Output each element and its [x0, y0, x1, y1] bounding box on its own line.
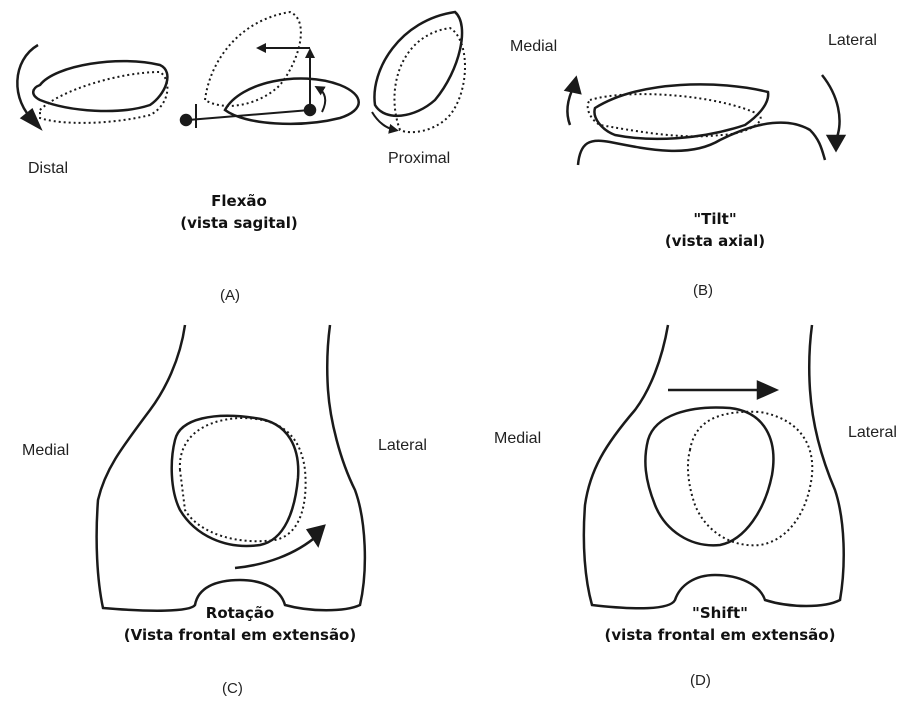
panel-id-c: (C): [222, 680, 243, 697]
patella-proximal-dotted: [394, 28, 465, 132]
patella-frontal-solid: [172, 416, 299, 546]
patella-central-dotted: [205, 12, 301, 106]
caption-d-line1: "Shift": [570, 602, 870, 624]
label-lateral-b: Lateral: [828, 32, 877, 50]
distal-rotation-arrow: [17, 45, 38, 122]
label-lateral-c: Lateral: [378, 437, 427, 455]
label-distal: Distal: [28, 160, 68, 178]
panel-b-figure: [566, 75, 844, 165]
patella-axial-dotted: [588, 94, 761, 136]
patella-shift-solid: [645, 407, 773, 545]
caption-a-line2: (vista sagital): [164, 212, 314, 234]
rotation-arrow: [235, 535, 318, 568]
label-medial-c: Medial: [22, 442, 69, 460]
panel-id-a: (A): [220, 287, 240, 304]
panel-id-d: (D): [690, 672, 711, 689]
patella-proximal-solid: [374, 12, 462, 116]
femur-outline-c: [97, 325, 365, 611]
caption-b-line2: (vista axial): [640, 230, 790, 252]
femur-outline-d: [584, 325, 844, 608]
patella-central-solid: [225, 78, 359, 123]
caption-b-line1: "Tilt": [640, 208, 790, 230]
distal-arrowhead: [22, 110, 40, 128]
patella-distal-solid: [33, 61, 167, 111]
caption-c-line2: (Vista frontal em extensão): [90, 624, 390, 646]
caption-a-line1: Flexão: [164, 190, 314, 212]
caption-c-line1: Rotação: [90, 602, 390, 624]
panel-id-b: (B): [693, 282, 713, 299]
patella-distal-dotted: [40, 72, 167, 123]
label-lateral-d: Lateral: [848, 424, 897, 442]
caption-d-line2: (vista frontal em extensão): [570, 624, 870, 646]
panel-c-figure: [97, 325, 365, 611]
label-proximal: Proximal: [388, 150, 450, 168]
femoral-groove: [578, 123, 825, 165]
flex-small-arrow: [318, 88, 325, 112]
caption-a: Flexão (vista sagital): [164, 190, 314, 234]
label-medial-d: Medial: [494, 430, 541, 448]
pivot-left: [181, 115, 191, 125]
tilt-arrow-right: [822, 75, 840, 140]
panel-d-figure: [584, 325, 844, 608]
panel-a-figure: [17, 12, 465, 132]
label-medial-b: Medial: [510, 38, 557, 56]
caption-b: "Tilt" (vista axial): [640, 208, 790, 252]
caption-c: Rotação (Vista frontal em extensão): [90, 602, 390, 646]
caption-d: "Shift" (vista frontal em extensão): [570, 602, 870, 646]
